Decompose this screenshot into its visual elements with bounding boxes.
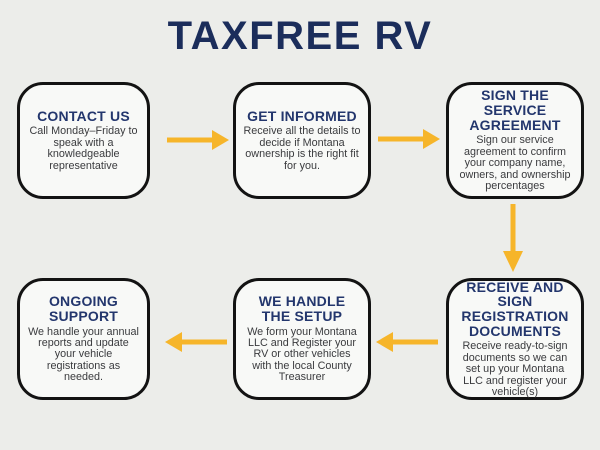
- step-description: Call Monday–Friday to speak with a knowl…: [29, 125, 138, 172]
- step-title: SIGN THE SERVICE AGREEMENT: [469, 87, 561, 133]
- step-box-sign-the-service-agreement: SIGN THE SERVICE AGREEMENT Sign our serv…: [446, 82, 584, 199]
- step-box-contact-us: CONTACT US Call Monday–Friday to speak w…: [17, 82, 150, 199]
- step-description: Sign our service agreement to confirm yo…: [459, 134, 571, 193]
- arrow-right-icon: [378, 129, 440, 149]
- connector-informed-to-agreement: [377, 126, 441, 152]
- step-box-ongoing-support: ONGOING SUPPORT We handle your annual re…: [17, 278, 150, 400]
- step-description: We form your Montana LLC and Register yo…: [247, 325, 357, 384]
- step-box-we-handle-the-setup: WE HANDLE THE SETUP We form your Montana…: [233, 278, 371, 400]
- connector-agreement-to-receive: [500, 203, 526, 273]
- connector-setup-to-support: [164, 329, 228, 355]
- step-title: WE HANDLE THE SETUP: [258, 293, 346, 324]
- step-title: RECEIVE AND SIGN REGISTRATION DOCUMENTS: [461, 278, 569, 339]
- arrow-down-icon: [503, 204, 523, 272]
- step-title: GET INFORMED: [247, 107, 357, 124]
- step-title: ONGOING SUPPORT: [48, 293, 119, 324]
- step-description: Receive all the details to decide if Mon…: [243, 125, 361, 172]
- step-description: Receive ready-to-sign documents so we ca…: [462, 340, 568, 399]
- step-box-get-informed: GET INFORMED Receive all the details to …: [233, 82, 371, 199]
- step-description: We handle your annual reports and update…: [28, 325, 139, 384]
- step-title: CONTACT US: [37, 107, 130, 124]
- connector-contact-to-informed: [166, 127, 230, 153]
- connector-receive-to-setup: [375, 329, 439, 355]
- arrow-left-icon: [165, 332, 227, 352]
- arrow-right-icon: [167, 130, 229, 150]
- step-box-receive-and-sign-registration-documents: RECEIVE AND SIGN REGISTRATION DOCUMENTS …: [446, 278, 584, 400]
- arrow-left-icon: [376, 332, 438, 352]
- page-title: TAXFREE RV: [167, 14, 433, 58]
